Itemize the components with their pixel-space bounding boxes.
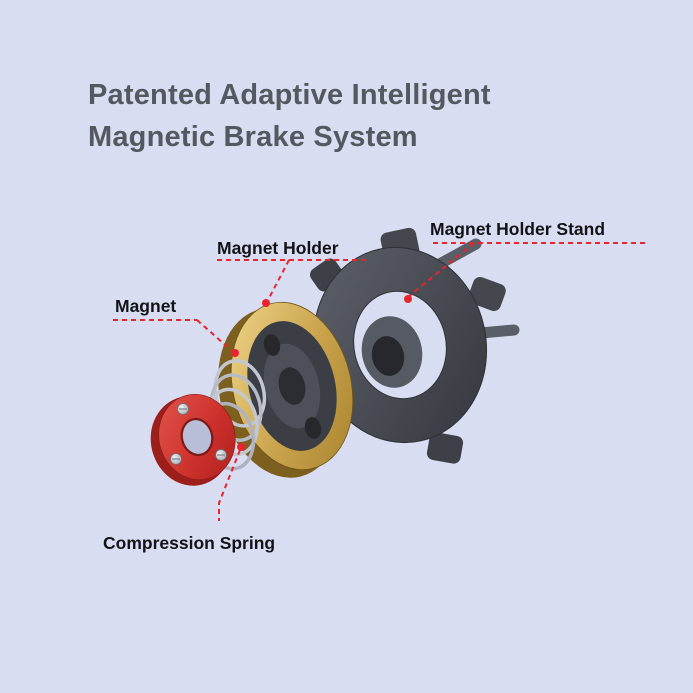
leader-line-spring bbox=[218, 449, 241, 521]
spring-coil-1 bbox=[213, 359, 267, 428]
magnet-holder-part bbox=[218, 301, 354, 478]
page-title: Patented Adaptive Intelligent Magnetic B… bbox=[88, 74, 491, 158]
magnet-center-hole bbox=[182, 420, 212, 454]
leader-line-magnet bbox=[196, 319, 233, 352]
stand-lug-bottom bbox=[426, 432, 464, 464]
holder-hub bbox=[278, 367, 306, 405]
leader-dot-holder bbox=[262, 299, 270, 307]
leader-dot-magnet bbox=[231, 349, 239, 357]
stand-lug-right bbox=[468, 277, 506, 311]
magnet-holder-stand-part bbox=[310, 227, 520, 464]
leader-dot-spring bbox=[237, 443, 245, 451]
leader-dots bbox=[231, 295, 412, 451]
label-magnet-holder-stand: Magnet Holder Stand bbox=[430, 219, 606, 239]
title-line-1: Patented Adaptive Intelligent bbox=[88, 79, 491, 111]
title-line-2: Magnetic Brake System bbox=[88, 121, 418, 154]
label-magnet-holder: Magnet Holder bbox=[217, 238, 339, 258]
magnet-part bbox=[150, 393, 236, 486]
magnet-hole-edge bbox=[180, 417, 214, 457]
stand-plate bbox=[312, 247, 488, 443]
stand-hub-bore bbox=[371, 336, 405, 376]
label-magnet: Magnet bbox=[115, 296, 177, 316]
leader-line-holder bbox=[266, 259, 290, 303]
holder-magnet-pad-top bbox=[263, 334, 281, 356]
label-compression-spring: Compression Spring bbox=[103, 533, 276, 553]
magnet-screw-3 bbox=[215, 449, 227, 461]
magnet-screw-1 bbox=[177, 403, 189, 415]
leader-lines bbox=[113, 242, 648, 521]
leader-dot-stand bbox=[404, 295, 412, 303]
magnet-screw-2 bbox=[170, 453, 182, 465]
holder-magnet-pad-bottom bbox=[304, 417, 322, 439]
